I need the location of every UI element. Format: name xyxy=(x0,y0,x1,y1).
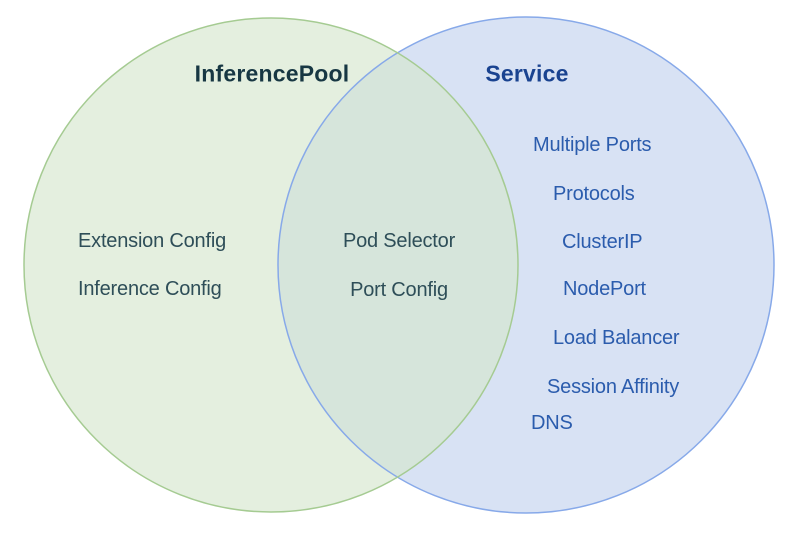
service-title: Service xyxy=(485,60,569,87)
left-item-extension-config: Extension Config xyxy=(78,230,227,252)
inferencepool-title: InferencePool xyxy=(194,60,350,87)
intersection-item-pod-selector: Pod Selector xyxy=(342,230,456,252)
right-item-multiple-ports: Multiple Ports xyxy=(533,134,652,156)
intersection-item-port-config: Port Config xyxy=(350,279,448,301)
right-item-dns: DNS xyxy=(531,412,573,434)
right-item-load-balancer: Load Balancer xyxy=(553,327,680,349)
service-circle-outline xyxy=(277,16,775,514)
right-item-nodeport: NodePort xyxy=(563,278,646,300)
right-item-clusterip: ClusterIP xyxy=(562,231,643,253)
right-item-session-affinity: Session Affinity xyxy=(547,376,680,398)
inferencepool-circle-outline xyxy=(23,17,519,513)
inferencepool-circle xyxy=(24,18,518,512)
left-item-inference-config: Inference Config xyxy=(78,278,222,300)
right-item-protocols: Protocols xyxy=(553,183,635,205)
